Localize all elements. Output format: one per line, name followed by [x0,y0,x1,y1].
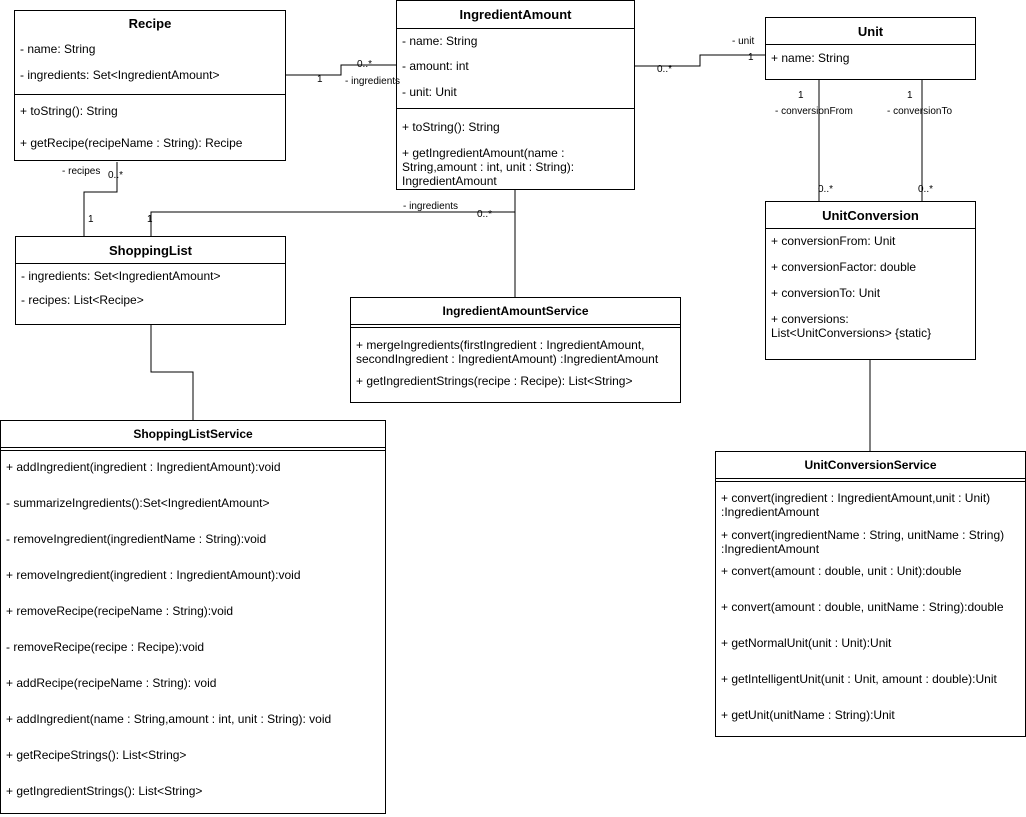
multiplicity-label: 1 [317,74,323,85]
divider [16,263,285,264]
attribute: - ingredients: Set<IngredientAmount> [21,269,221,283]
method: + getIngredientStrings(recipe : Recipe):… [356,374,633,388]
multiplicity-label: 0..* [657,64,673,75]
method: + addIngredient(ingredient : IngredientA… [6,460,281,474]
multiplicity-label: 1 [147,214,153,225]
attribute: - ingredients: Set<IngredientAmount> [20,68,220,82]
method: - removeIngredient(ingredientName : Stri… [6,532,267,546]
divider [766,44,975,45]
divider [397,28,634,29]
class-unit-conversion: UnitConversion + conversionFrom: Unit + … [765,201,976,360]
method: + convert(ingredientName : String, unitN… [721,528,1008,556]
class-shopping-list: ShoppingList - ingredients: Set<Ingredie… [15,236,286,325]
divider [15,94,285,95]
method: + removeRecipe(recipeName : String):void [6,604,234,618]
edge-recipe-shoppinglist [83,162,118,236]
multiplicity-label: 1 [748,52,754,63]
method: + getNormalUnit(unit : Unit):Unit [721,636,892,650]
class-unit-conversion-service: UnitConversionService + convert(ingredie… [715,451,1026,737]
class-shopping-list-service: ShoppingListService + addIngredient(ingr… [0,420,386,814]
edge-recipe-ingredientamount [286,64,396,76]
method: + mergeIngredients(firstIngredient : Ing… [356,338,659,366]
multiplicity-label: 0..* [357,59,373,70]
role-label: - recipes [62,166,101,177]
method: + getIngredientAmount(name : String,amou… [402,146,578,188]
multiplicity-label: 0..* [477,209,493,220]
edge-ingredientamount-unit [635,54,765,67]
class-ingredient-amount: IngredientAmount - name: String - amount… [396,0,635,190]
method: + toString(): String [402,120,500,134]
method: + toString(): String [20,104,118,118]
attribute: - name: String [402,34,478,48]
multiplicity-label: 0..* [918,184,934,195]
attribute: - unit: Unit [402,85,457,99]
attribute: - recipes: List<Recipe> [21,293,144,307]
method: + getRecipeStrings(): List<String> [6,748,187,762]
multiplicity-label: 1 [907,90,913,101]
class-title: Recipe [128,16,172,31]
method: + convert(ingredient : IngredientAmount,… [721,491,994,519]
class-title: IngredientAmount [459,7,572,22]
multiplicity-label: 1 [798,90,804,101]
role-label: - ingredients [403,201,459,212]
edge-shoppinglist-ingredientamount [150,190,516,236]
method: + getIngredientStrings(): List<String> [6,784,203,798]
class-title: ShoppingList [108,243,193,258]
method: - removeRecipe(recipe : Recipe):void [6,640,205,654]
method: + convert(amount : double, unitName : St… [721,600,1004,614]
class-title: UnitConversionService [804,458,937,472]
role-label: - conversionFrom [775,106,853,117]
attribute: + name: String [771,51,850,65]
class-ingredient-amount-service: IngredientAmountService + mergeIngredien… [350,297,681,403]
role-label: - unit [732,36,755,47]
divider [716,478,1025,482]
edge-shoppinglist-service [150,325,194,420]
class-title: Unit [857,24,884,39]
method: + getIntelligentUnit(unit : Unit, amount… [721,672,997,686]
class-recipe: Recipe - name: String - ingredients: Set… [14,10,286,161]
attribute: - amount: int [402,59,469,73]
role-label: - ingredients [345,76,401,87]
divider [397,108,634,109]
attribute: + conversions: List<UnitConversions> {st… [771,312,932,340]
class-title: IngredientAmountService [442,304,589,318]
attribute: - name: String [20,42,96,56]
divider [1,447,385,451]
method: + getRecipe(recipeName : String): Recipe [20,136,243,150]
method: - summarizeIngredients():Set<IngredientA… [6,496,270,510]
class-title: UnitConversion [822,208,919,223]
divider [766,228,975,229]
multiplicity-label: 0..* [108,170,124,181]
attribute: + conversionTo: Unit [771,286,881,300]
class-title: ShoppingListService [133,427,253,441]
method: + addIngredient(name : String,amount : i… [6,712,332,726]
method: + getUnit(unitName : String):Unit [721,708,895,722]
attribute: + conversionFrom: Unit [771,234,896,248]
role-label: - conversionTo [887,106,953,117]
method: + convert(amount : double, unit : Unit):… [721,564,962,578]
class-unit: Unit + name: String [765,17,976,80]
attribute: + conversionFactor: double [771,260,917,274]
multiplicity-label: 0..* [818,184,834,195]
multiplicity-label: 1 [88,214,94,225]
divider [351,324,680,328]
method: + addRecipe(recipeName : String): void [6,676,217,690]
method: + removeIngredient(ingredient : Ingredie… [6,568,301,582]
